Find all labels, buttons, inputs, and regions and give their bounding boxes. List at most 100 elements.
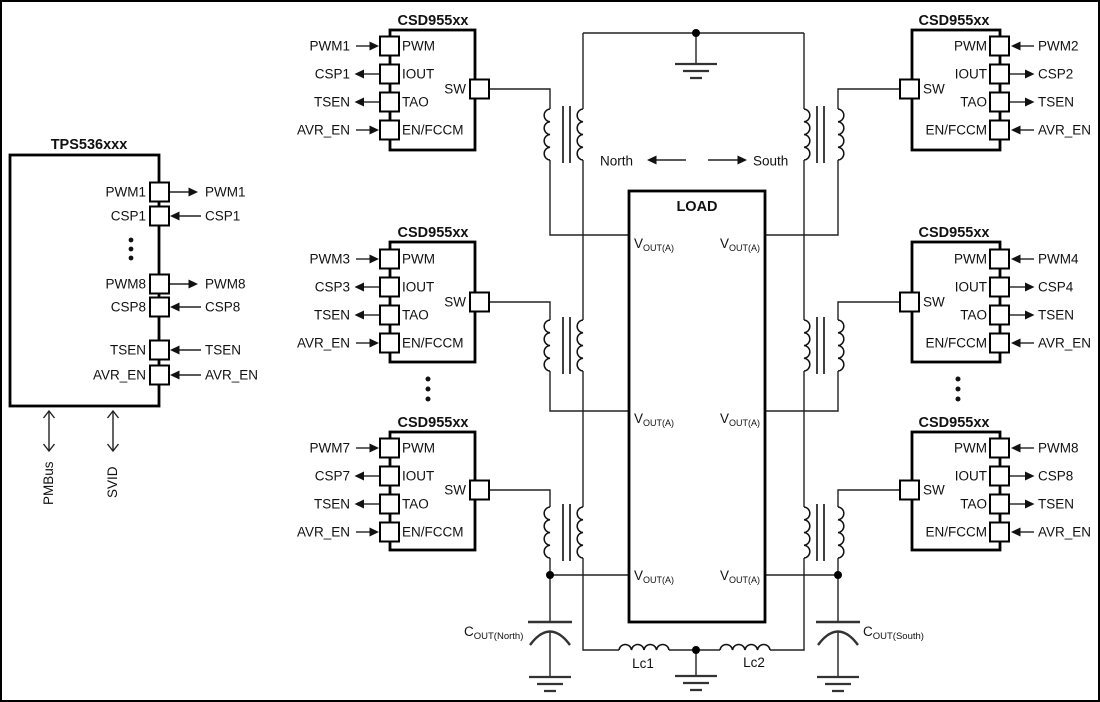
transformer-icon [803, 317, 845, 374]
power-stage-bottom-left: CSD955xx PWM IOUT TAO EN/FCCM SW PWM7 CS… [297, 415, 490, 552]
pmbus-label: PMBus [41, 461, 56, 505]
signal-label: PWM1 [205, 185, 246, 200]
load-title: LOAD [676, 199, 717, 215]
pin-square [379, 521, 400, 543]
pin-label: TAO [402, 308, 429, 323]
pin-square [989, 304, 1010, 326]
pin-label: IOUT [955, 67, 987, 82]
pin-label: IOUT [955, 469, 987, 484]
pin-square [149, 339, 170, 361]
sw-label: SW [444, 483, 466, 498]
stage-title: CSD955xx [919, 225, 990, 241]
pin-square [989, 248, 1010, 270]
vout-label: VOUT(A) [634, 236, 674, 253]
pin-square [989, 437, 1010, 459]
stage-title: CSD955xx [919, 415, 990, 431]
pin-label: PWM8 [106, 277, 147, 292]
signal-label: CSP1 [315, 67, 350, 82]
ellipsis-icon [425, 376, 431, 402]
vout-label: VOUT(A) [634, 411, 674, 428]
signal-label: TSEN [205, 343, 241, 358]
power-stage-top-left: CSD955xx PWM IOUT TAO EN/FCCM SW PWM1 CS… [297, 13, 490, 152]
pin-square [379, 437, 400, 459]
pin-label: IOUT [955, 280, 987, 295]
junction-dot [834, 571, 842, 579]
pin-square [149, 205, 170, 227]
north-south-annotation: North South [600, 154, 788, 169]
signal-label: PWM1 [310, 39, 351, 54]
pin-label: PWM [954, 39, 987, 54]
pin-square [379, 248, 400, 270]
transformer-icon [803, 106, 845, 163]
pin-label: TAO [960, 95, 987, 110]
signal-label: CSP8 [205, 300, 240, 315]
sw-pin-square [469, 291, 490, 313]
stage-title: CSD955xx [398, 415, 469, 431]
inductor-lc1-icon [618, 643, 670, 651]
pin-square [379, 91, 400, 113]
ellipsis-icon [128, 237, 134, 261]
pin-square [989, 276, 1010, 298]
signal-label: PWM4 [1038, 252, 1079, 267]
signal-label: PWM7 [310, 441, 351, 456]
power-stage-mid-left: CSD955xx PWM IOUT TAO EN/FCCM SW PWM3 CS… [297, 225, 490, 364]
signal-label: TSEN [1038, 308, 1074, 323]
pin-label: EN/FCCM [402, 123, 464, 138]
vout-label: VOUT(A) [720, 568, 760, 585]
ellipsis-icon [955, 376, 961, 402]
pin-label: PWM [402, 441, 435, 456]
signal-label: PWM3 [310, 252, 351, 267]
pin-label: TSEN [110, 343, 146, 358]
pin-square [989, 35, 1010, 57]
signal-label: TSEN [314, 308, 350, 323]
signal-label: AVR_EN [205, 368, 258, 383]
pin-square [989, 465, 1010, 487]
transformer-icon [543, 106, 584, 163]
pin-label: PWM [954, 252, 987, 267]
inductor-lc2-icon [719, 643, 771, 651]
cout-north-label: COUT(North) [464, 624, 523, 642]
signal-label: CSP2 [1038, 67, 1073, 82]
pin-label: EN/FCCM [402, 525, 464, 540]
vout-label: VOUT(A) [720, 236, 760, 253]
ground-icon [817, 675, 859, 693]
vout-label: VOUT(A) [634, 568, 674, 585]
pin-square [379, 465, 400, 487]
signal-label: PWM8 [1038, 441, 1079, 456]
power-stage-bottom-right: CSD955xx PWM IOUT TAO EN/FCCM SW PWM8 CS… [899, 415, 1091, 552]
controller-title: TPS536xxx [51, 137, 128, 153]
signal-label: CSP7 [315, 469, 350, 484]
transformer-icon [543, 504, 584, 561]
capacitor-cout-south-icon [816, 620, 860, 646]
junction-dot [692, 29, 700, 37]
pin-label: CSP8 [111, 300, 146, 315]
signal-label: PWM2 [1038, 39, 1079, 54]
pin-square [379, 493, 400, 515]
sw-label: SW [444, 295, 466, 310]
pin-square [379, 304, 400, 326]
pin-label: PWM [402, 39, 435, 54]
stage-title: CSD955xx [919, 13, 990, 29]
junction-dot [692, 646, 700, 654]
pin-square [379, 35, 400, 57]
signal-label: AVR_EN [297, 123, 350, 138]
signal-label: TSEN [314, 95, 350, 110]
sw-label: SW [444, 82, 466, 97]
stage-title: CSD955xx [398, 13, 469, 29]
pin-square [149, 273, 170, 295]
signal-label: CSP8 [1038, 469, 1073, 484]
pin-label: IOUT [402, 469, 434, 484]
sw-label: SW [923, 483, 945, 498]
sw-label: SW [923, 82, 945, 97]
pin-label: EN/FCCM [926, 336, 988, 351]
vout-label: VOUT(A) [720, 411, 760, 428]
pin-square [989, 493, 1010, 515]
sw-pin-square [469, 78, 490, 100]
pin-square [379, 119, 400, 141]
signal-label: AVR_EN [1038, 525, 1091, 540]
sw-pin-square [899, 479, 920, 501]
sw-pin-square [469, 479, 490, 501]
pin-square [149, 364, 170, 386]
